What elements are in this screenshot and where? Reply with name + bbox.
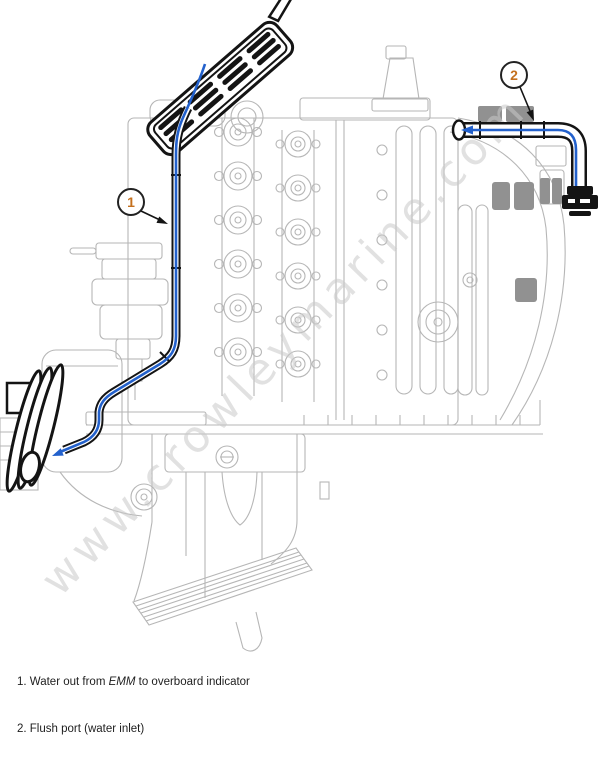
callout-2: 2 <box>500 61 534 121</box>
grille-bracket <box>267 0 295 23</box>
callout-2-number: 2 <box>510 67 518 83</box>
callout-1-circle <box>117 188 145 216</box>
callout-1: 1 <box>117 188 168 224</box>
caption-line-1: 1. Water out from EMM to overboard indic… <box>17 675 250 691</box>
caption-line-2: 2. Flush port (water inlet) <box>17 722 145 735</box>
water-flow-line-2 <box>466 128 578 196</box>
caption-line-1-emm: EMM <box>108 676 136 688</box>
callout-2-circle <box>500 61 528 89</box>
callout-2-leader <box>519 86 531 112</box>
callout-2-arrow <box>526 109 534 121</box>
caption-line-1-suffix: to overboard indicator <box>135 676 250 688</box>
overboard-outlet-assembly <box>5 363 65 493</box>
engine-water-flow-diagram: www.crowleymarine.com <box>0 0 598 735</box>
callout-1-leader <box>140 210 161 221</box>
water-flow-line-1 <box>59 63 207 454</box>
engine-line-art <box>0 45 567 652</box>
flow-arrow-out <box>52 448 64 456</box>
flow-arrow-in <box>461 125 473 135</box>
flush-port-fitting <box>562 186 598 216</box>
caption: 1. Water out from EMM to overboard indic… <box>17 644 250 768</box>
caption-line-1-prefix: 1. Water out from <box>17 676 109 688</box>
vent-grille <box>146 0 295 157</box>
callout-1-arrow <box>156 216 168 224</box>
watermark-text: www.crowleymarine.com <box>31 84 538 606</box>
indicator-hose <box>52 63 207 456</box>
flush-hose <box>451 119 598 216</box>
callout-1-number: 1 <box>127 194 135 210</box>
diagram-canvas: www.crowleymarine.com <box>0 0 598 652</box>
